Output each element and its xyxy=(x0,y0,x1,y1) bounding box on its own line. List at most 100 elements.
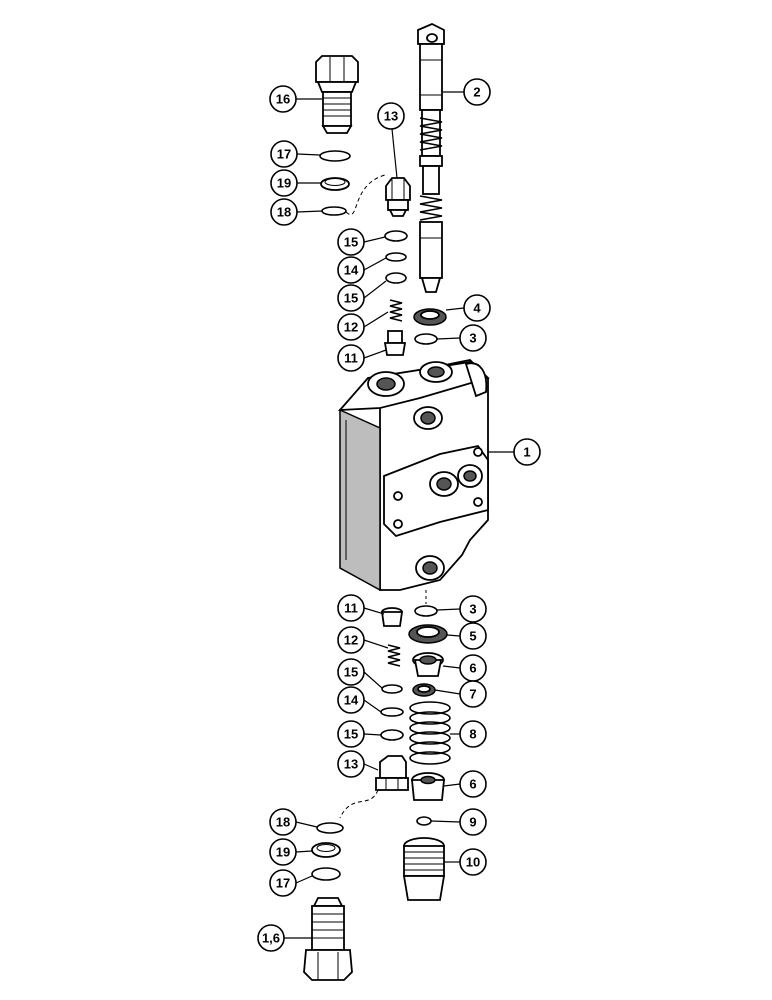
callout-2: 2 xyxy=(463,78,491,106)
svg-text:18: 18 xyxy=(277,205,291,220)
o-ring-15-bot-b xyxy=(380,729,404,741)
callout-3-bot: 3 xyxy=(459,595,487,623)
o-ring-3-bot xyxy=(414,605,438,617)
o-ring-15-bot-a xyxy=(381,684,403,694)
spool-2 xyxy=(417,23,445,293)
callout-16-bot: 1,6 xyxy=(257,924,285,952)
callout-5: 5 xyxy=(459,622,487,650)
svg-text:3: 3 xyxy=(469,331,476,346)
callout-3-top: 3 xyxy=(459,324,487,352)
washer-7 xyxy=(412,683,436,697)
callout-11-bot: 11 xyxy=(337,594,365,622)
callout-11-top: 11 xyxy=(337,344,365,372)
o-ring-17-top xyxy=(319,150,351,162)
callout-12-bot: 12 xyxy=(337,626,365,654)
callout-15-top-a: 15 xyxy=(337,228,365,256)
backup-ring-19-bot xyxy=(311,842,341,858)
relief-valve-13-top xyxy=(385,177,411,217)
relief-valve-13-bot xyxy=(375,755,409,791)
callout-1: 1 xyxy=(513,438,541,466)
svg-text:2: 2 xyxy=(473,85,480,100)
o-ring-3-top xyxy=(414,333,438,345)
callout-16-top: 16 xyxy=(269,85,297,113)
spring-8 xyxy=(409,701,451,765)
svg-text:1,6: 1,6 xyxy=(262,931,280,946)
cap-10 xyxy=(402,837,446,901)
svg-text:10: 10 xyxy=(466,855,480,870)
svg-text:5: 5 xyxy=(469,629,476,644)
svg-text:9: 9 xyxy=(469,815,476,830)
o-ring-15-top-a xyxy=(384,230,408,242)
callout-6-b: 6 xyxy=(459,770,487,798)
o-ring-15-top-b xyxy=(385,272,407,284)
callout-15-bot-a: 15 xyxy=(337,658,365,686)
svg-text:8: 8 xyxy=(469,727,476,742)
retainer-6-a xyxy=(412,652,444,677)
callout-17-top: 17 xyxy=(270,140,298,168)
svg-text:4: 4 xyxy=(473,301,481,316)
callout-12-top: 12 xyxy=(337,313,365,341)
callout-9: 9 xyxy=(459,808,487,836)
svg-text:13: 13 xyxy=(344,757,358,772)
plug-16-top xyxy=(315,55,359,134)
o-ring-14-top xyxy=(385,252,407,262)
valve-body-1 xyxy=(337,359,490,592)
plug-16-bot xyxy=(303,897,353,981)
svg-text:15: 15 xyxy=(344,291,358,306)
callout-15-top-b: 15 xyxy=(337,284,365,312)
callout-7: 7 xyxy=(459,680,487,708)
backup-ring-19-top xyxy=(320,177,350,191)
svg-text:15: 15 xyxy=(344,727,358,742)
svg-text:14: 14 xyxy=(344,263,359,278)
svg-text:11: 11 xyxy=(344,601,358,616)
callout-18-top: 18 xyxy=(270,198,298,226)
svg-text:7: 7 xyxy=(469,687,476,702)
dashed-leader-top xyxy=(345,174,386,215)
dashed-leader-bot xyxy=(339,789,379,819)
svg-text:12: 12 xyxy=(344,633,358,648)
o-ring-9 xyxy=(416,816,432,826)
callout-15-bot-b: 15 xyxy=(337,720,365,748)
callout-6-a: 6 xyxy=(459,654,487,682)
leader-lines xyxy=(284,91,514,939)
callout-8: 8 xyxy=(459,720,487,748)
o-ring-17-bot xyxy=(311,867,341,881)
svg-text:17: 17 xyxy=(276,876,290,891)
seal-4 xyxy=(413,308,447,326)
callout-14-top: 14 xyxy=(337,256,365,284)
callout-4: 4 xyxy=(463,294,491,322)
svg-text:11: 11 xyxy=(344,351,358,366)
callout-13-bot: 13 xyxy=(337,750,365,778)
svg-text:14: 14 xyxy=(344,693,359,708)
svg-text:6: 6 xyxy=(469,661,476,676)
svg-text:6: 6 xyxy=(469,777,476,792)
svg-text:18: 18 xyxy=(276,815,290,830)
o-ring-18-bot xyxy=(316,822,344,834)
callouts: 16 17 19 18 13 15 14 15 12 11 2 4 3 1 11… xyxy=(257,78,541,952)
spring-12-top xyxy=(389,299,403,322)
poppet-11-top xyxy=(383,330,407,356)
callout-19-bot: 19 xyxy=(269,838,297,866)
poppet-11-bot xyxy=(380,607,404,627)
o-ring-18-top xyxy=(321,206,347,216)
o-ring-14-bot xyxy=(380,707,404,717)
svg-text:19: 19 xyxy=(277,176,291,191)
callout-19-top: 19 xyxy=(270,169,298,197)
svg-text:17: 17 xyxy=(277,147,291,162)
svg-text:16: 16 xyxy=(276,92,290,107)
callout-18-bot: 18 xyxy=(269,808,297,836)
svg-text:15: 15 xyxy=(344,235,358,250)
svg-text:3: 3 xyxy=(469,602,476,617)
svg-text:13: 13 xyxy=(384,109,398,124)
callout-17-bot: 17 xyxy=(269,869,297,897)
svg-text:15: 15 xyxy=(344,665,358,680)
svg-text:12: 12 xyxy=(344,320,358,335)
retainer-6-b xyxy=(411,772,445,801)
callout-13-top: 13 xyxy=(377,102,405,130)
spring-12-bot xyxy=(387,644,401,667)
callout-10: 10 xyxy=(459,848,487,876)
washer-5 xyxy=(408,624,448,644)
svg-text:1: 1 xyxy=(523,445,530,460)
svg-text:19: 19 xyxy=(276,845,290,860)
